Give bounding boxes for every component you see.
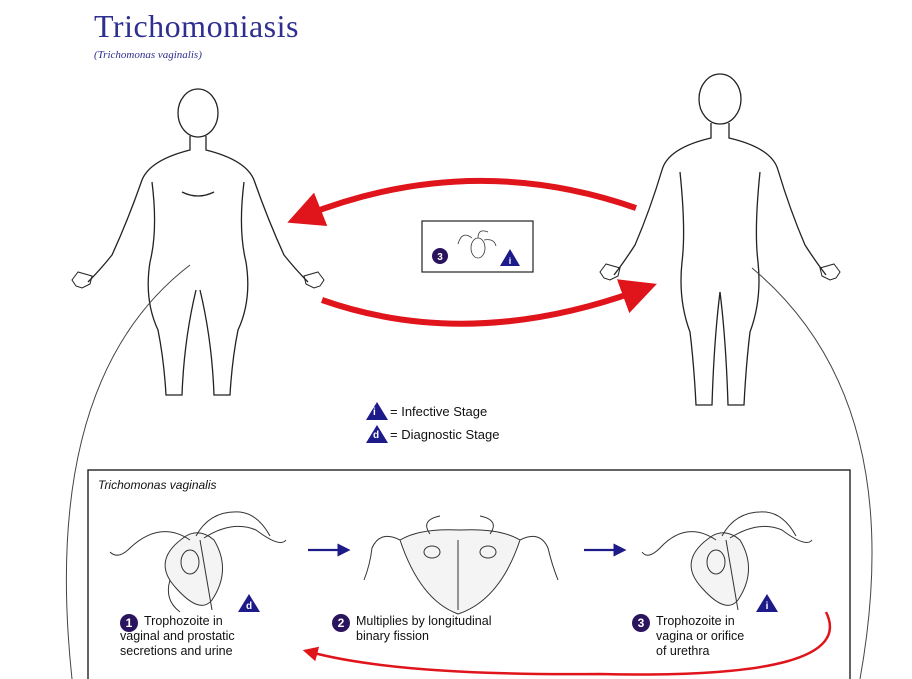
legend-diagnostic: d = Diagnostic Stage xyxy=(366,425,499,443)
legend-infective-label: = Infective Stage xyxy=(390,404,487,419)
male-figure xyxy=(600,74,840,405)
diagnostic-stage-icon: d xyxy=(366,425,388,443)
center-step-number: 3 xyxy=(437,252,443,263)
step-2-number: 2 xyxy=(332,614,350,632)
step-1: 1 Trophozoite in vaginal and prostatic s… xyxy=(120,614,235,659)
legend-infective: i = Infective Stage xyxy=(366,402,487,420)
step-2-text: Multiplies by longitudinal binary fissio… xyxy=(356,614,492,644)
step-1-text: Trophozoite in vaginal and prostatic sec… xyxy=(144,614,235,659)
female-figure xyxy=(72,89,324,395)
connector-male-curve xyxy=(752,268,872,679)
transmission-arrow-female-to-male xyxy=(322,290,640,324)
step-2: 2 Multiplies by longitudinal binary fiss… xyxy=(332,614,492,644)
step-3-text: Trophozoite in vagina or orifice of uret… xyxy=(656,614,744,659)
trophozoite-sketch-2 xyxy=(364,516,558,614)
infective-stage-icon: i xyxy=(366,402,388,420)
trophozoite-sketch-1 xyxy=(110,512,286,612)
step-3-number: 3 xyxy=(632,614,650,632)
stage-1-marker-letter: d xyxy=(246,601,252,612)
lifecycle-box-title: Trichomonas vaginalis xyxy=(98,478,217,492)
center-stage-letter: i xyxy=(509,256,512,266)
stage-3-marker-letter: i xyxy=(766,601,769,612)
trophozoite-sketch-3 xyxy=(642,512,812,610)
legend-diagnostic-label: = Diagnostic Stage xyxy=(390,427,499,442)
transmission-arrow-male-to-female xyxy=(304,181,636,216)
step-3: 3 Trophozoite in vagina or orifice of ur… xyxy=(632,614,744,659)
